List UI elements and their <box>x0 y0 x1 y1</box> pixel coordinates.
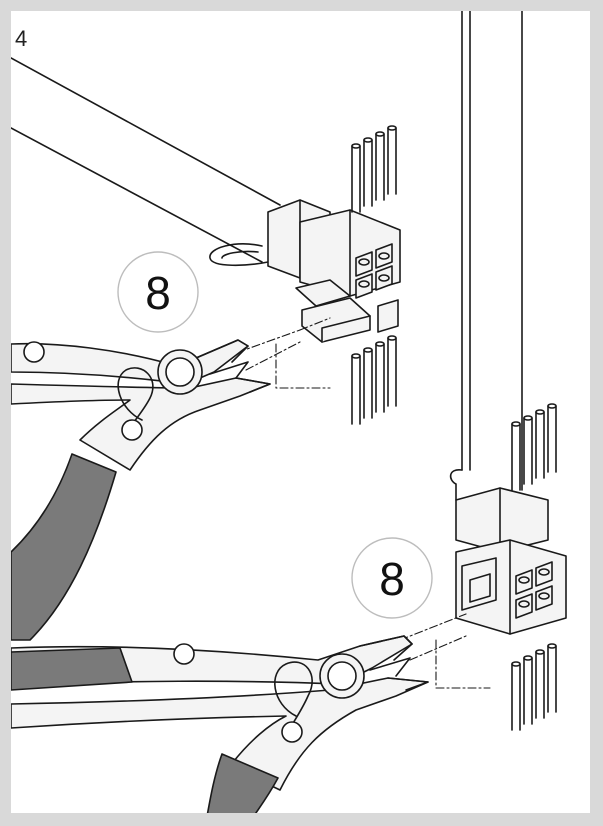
quantity-label-upper: 8 <box>145 267 171 319</box>
upper-connector <box>267 199 401 343</box>
upper-cut-pins-bottom <box>351 335 397 425</box>
lower-connector <box>455 487 567 635</box>
quantity-callout-lower <box>351 537 433 619</box>
lower-diagonal-cutter-icon <box>11 635 429 813</box>
lower-cut-guide <box>399 613 491 689</box>
upper-diagonal-cutter-icon <box>11 339 271 641</box>
lower-cut-pins-bottom <box>511 643 557 731</box>
upper-cut-guide <box>221 317 331 389</box>
upper-cable <box>11 57 281 267</box>
quantity-label-lower: 8 <box>379 553 405 605</box>
lower-cut-pins-top <box>511 403 557 491</box>
upper-cut-pins-top <box>351 125 397 213</box>
lower-cable <box>449 11 523 501</box>
quantity-callout-upper <box>117 251 199 333</box>
step-number: 4 <box>15 26 28 51</box>
